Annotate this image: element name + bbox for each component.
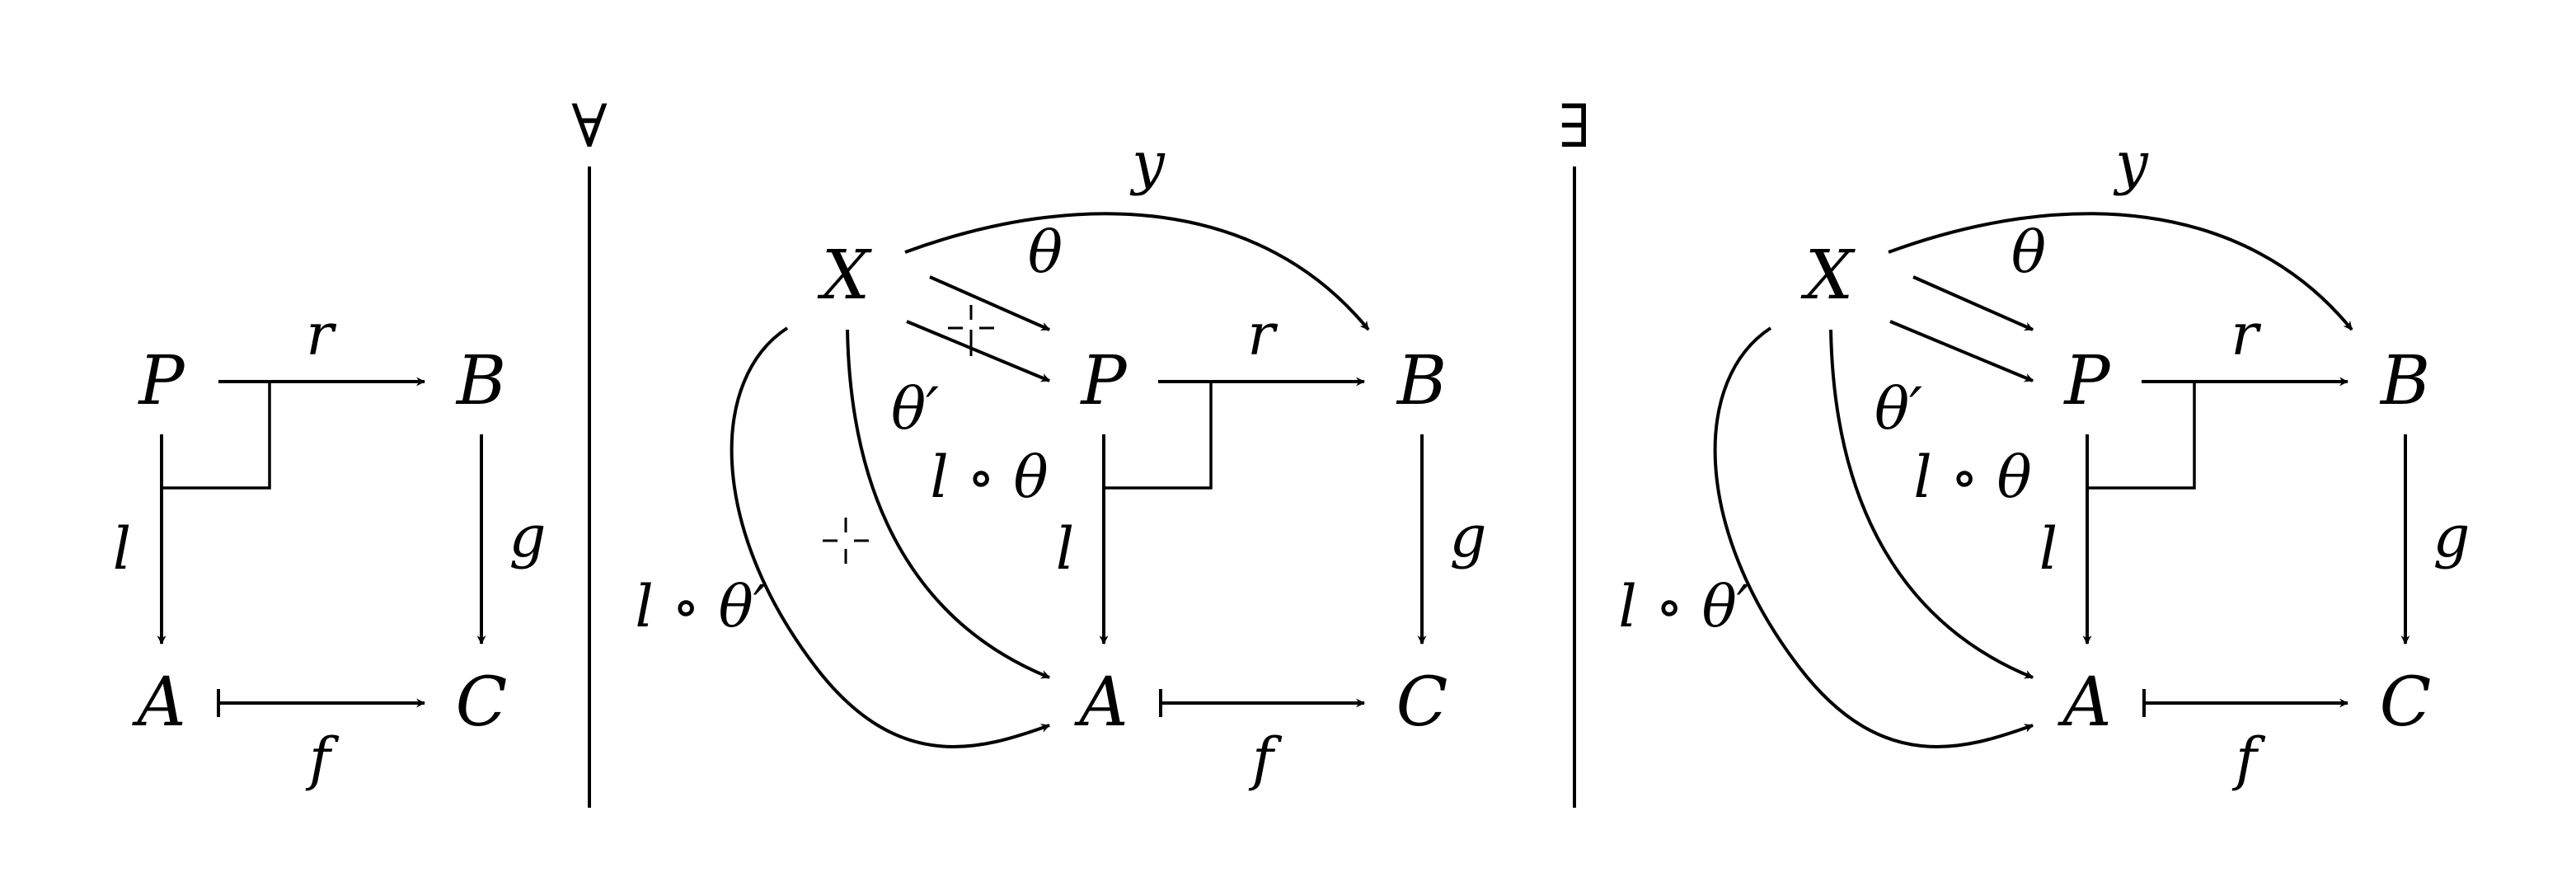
pullback-corner-mark [1104,382,1213,490]
node-X: X [1800,237,1856,315]
label-g: g [509,503,547,570]
forall-symbol: ∀ [571,91,608,161]
arrow-y [1888,212,2353,331]
panel-exists-cone: X P B A C y θ θ′ l ∘ θ l ∘ θ′ r l g f [1618,129,2470,793]
pullback-corner-mark [162,382,271,490]
node-C: C [456,663,508,742]
pullback-corner-mark [2087,382,2196,490]
arrow-l-theta [1829,329,2034,679]
arrow-l-theta-prime [1713,326,2034,748]
label-r: r [1247,301,1278,368]
node-A: A [131,663,185,742]
node-A: A [2057,663,2111,742]
label-r: r [306,301,336,368]
label-l-theta: l ∘ θ [1913,443,2031,511]
node-C: C [1396,663,1448,742]
label-y: y [2113,129,2149,197]
arrow-theta-prime [1889,320,2034,382]
node-X: X [817,237,873,315]
label-r: r [2231,301,2261,368]
label-y: y [1129,129,1166,197]
node-A: A [1073,663,1128,742]
node-C: C [2380,663,2432,742]
label-theta: θ [2011,218,2046,286]
node-B: B [455,342,506,420]
node-P: P [2062,342,2111,420]
label-f: f [305,725,340,793]
separator-forall: ∀ [571,91,608,808]
no-commute-cross-2 [823,518,869,564]
label-theta-prime: θ′ [1875,375,1922,443]
node-B: B [2379,342,2430,420]
label-l-theta: l ∘ θ [930,443,1048,511]
label-theta-prime: θ′ [891,375,939,443]
arrow-theta [929,275,1051,331]
arrow-theta-prime [906,320,1051,382]
label-l-theta-prime: l ∘ θ′ [635,573,766,640]
label-g: g [2433,503,2470,570]
label-l: l [1056,515,1074,583]
label-f: f [2231,725,2266,793]
label-l: l [113,515,131,583]
no-commute-cross-1 [948,305,994,356]
label-l: l [2039,515,2058,583]
node-B: B [1396,342,1447,420]
exists-symbol: ∃ [1558,91,1590,161]
node-P: P [137,342,185,420]
panel-pullback-square: P B A C r l g f [113,301,547,793]
arrow-y [904,212,1370,331]
arrow-theta [1912,275,2034,331]
arrow-l-theta-prime [730,326,1051,748]
label-theta: θ [1028,218,1063,286]
arrow-l-theta [846,329,1051,679]
separator-exists: ∃ [1558,91,1591,808]
label-l-theta-prime: l ∘ θ′ [1618,573,1749,640]
label-g: g [1450,503,1487,570]
node-P: P [1079,342,1128,420]
label-f: f [1248,725,1283,793]
panel-forall-cone: X P B A C y θ θ′ l ∘ θ l ∘ θ′ [635,129,1486,793]
